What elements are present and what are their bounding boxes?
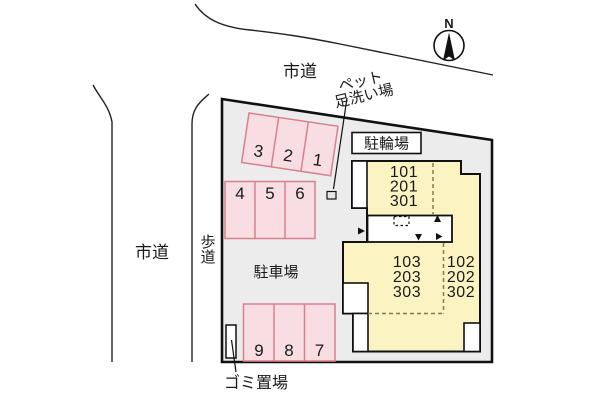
road-label-left: 市道	[135, 243, 169, 262]
arrow-right-icon	[358, 227, 365, 235]
arrow-up-icon	[434, 215, 441, 222]
garbage-leader-line	[230, 339, 237, 373]
building-annex-left	[342, 282, 369, 315]
road-lines	[92, 3, 494, 362]
unit-202: 202	[447, 269, 475, 286]
bicycle-parking-label: 駐輪場	[364, 136, 409, 153]
unit-102: 102	[447, 254, 475, 271]
unit-201: 201	[390, 179, 418, 196]
unit-101: 101	[390, 164, 418, 181]
garbage-box	[225, 324, 237, 359]
parking-row-bottom: 9 8 7	[242, 303, 336, 362]
north-label: N	[444, 16, 453, 31]
building-annex-bottom-left	[352, 312, 369, 353]
car-parking-label: 駐車場	[253, 264, 298, 281]
road-label-top: 市道	[283, 62, 317, 81]
bicycle-parking-box: 駐輪場	[351, 131, 422, 155]
parking-space-4: 4	[235, 184, 244, 203]
road-line-top	[194, 3, 494, 76]
parking-space-9: 9	[254, 341, 263, 360]
parking-space-1: 1	[312, 150, 324, 170]
sidewalk-label: 歩道	[199, 234, 216, 264]
unit-103: 103	[393, 254, 421, 271]
parking-space-8: 8	[284, 341, 293, 360]
unit-301: 301	[390, 193, 418, 210]
parking-space-7: 7	[315, 341, 324, 360]
arrow-down-icon	[415, 234, 422, 241]
pet-wash-marker	[326, 190, 337, 200]
entry-arrow-icons	[358, 215, 443, 241]
unit-numbers: 101 201 301 103 203 303 102 202 302	[390, 164, 475, 301]
parking-row-top: 3 2 1	[240, 112, 339, 177]
unit-203: 203	[393, 269, 421, 286]
north-compass-icon: N	[433, 16, 465, 62]
building-annex-bottom-right	[463, 322, 481, 353]
garbage-label: ゴミ置場	[224, 373, 288, 392]
arrow-right-icon	[436, 233, 443, 240]
pet-wash-leader-line	[332, 97, 348, 190]
road-line-left	[92, 84, 113, 362]
unit-302: 302	[447, 284, 475, 301]
parking-space-2: 2	[282, 146, 294, 166]
parking-space-3: 3	[252, 141, 264, 161]
unit-303: 303	[393, 284, 421, 301]
unit-divider-dashes	[368, 163, 445, 315]
building: 101 201 301 103 203 303 102 202 302	[342, 160, 481, 353]
sidewalk-line	[191, 93, 210, 362]
parking-space-5: 5	[265, 184, 274, 203]
corridor-stair-dashed-box	[393, 215, 410, 227]
building-annex-upper-left	[351, 160, 368, 209]
parking-space-6: 6	[295, 184, 304, 203]
parking-row-mid: 4 5 6	[224, 180, 316, 240]
